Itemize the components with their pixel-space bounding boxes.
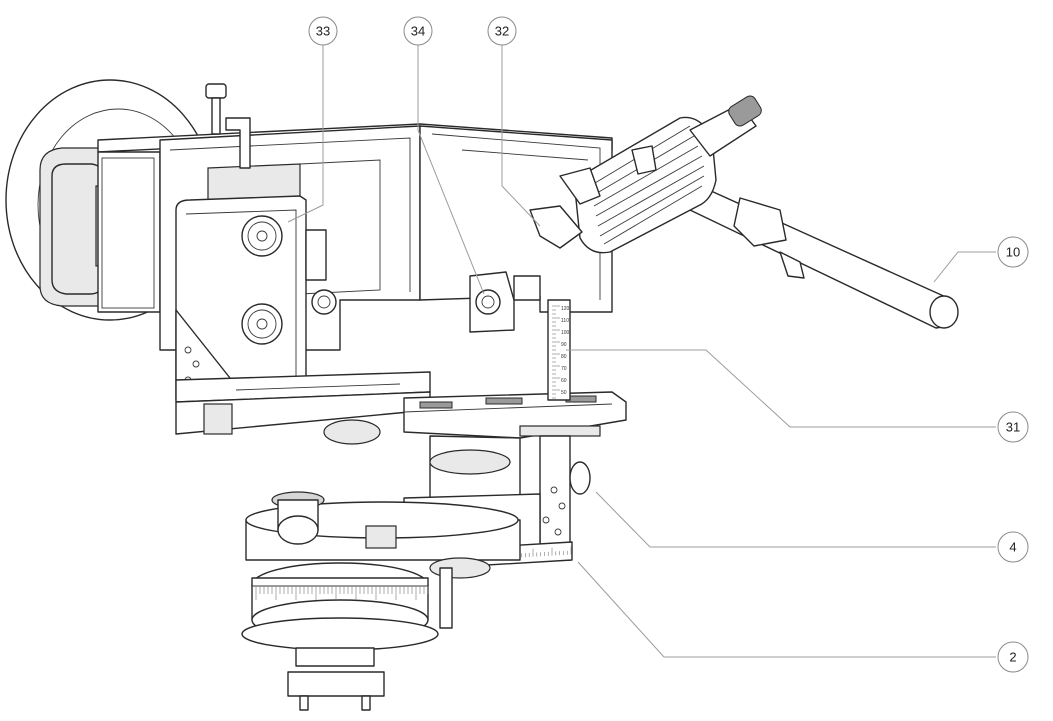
scale-label: 120 — [561, 306, 570, 312]
rosette-lower — [241, 303, 283, 345]
leader-2 — [577, 561, 996, 658]
side-handle — [529, 95, 959, 329]
leader-34 — [417, 45, 485, 295]
callout-33: 33 — [308, 16, 338, 46]
scale-label: 100 — [561, 330, 570, 336]
scale-label: 50 — [561, 390, 567, 396]
leader-31 — [566, 349, 996, 428]
leader-lines — [287, 45, 996, 658]
svg-text:10: 10 — [1006, 245, 1020, 260]
scale-label: 80 — [561, 354, 567, 360]
scale-label: 110 — [561, 318, 569, 324]
svg-text:34: 34 — [411, 24, 425, 39]
clamp-platform — [403, 391, 627, 439]
leader-10 — [933, 251, 996, 283]
callout-10: 10 — [997, 236, 1029, 268]
callout-2: 2 — [997, 641, 1029, 673]
svg-text:4: 4 — [1009, 540, 1016, 555]
leader-4 — [595, 491, 996, 548]
svg-text:31: 31 — [1006, 420, 1020, 435]
vertical-scale-ticks: 120 110 100 90 80 70 60 50 — [552, 305, 570, 399]
callouts: 33 34 32 10 31 4 2 — [308, 16, 1029, 673]
scale-label: 60 — [561, 378, 567, 384]
leader-32 — [501, 45, 541, 227]
leader-33 — [287, 45, 324, 223]
scale-label: 70 — [561, 366, 567, 372]
rosette-upper — [241, 215, 283, 257]
svg-text:33: 33 — [316, 24, 330, 39]
rotation-scale-ticks — [255, 586, 429, 600]
callout-32: 32 — [487, 16, 517, 46]
bracket-34 — [469, 271, 541, 333]
svg-text:2: 2 — [1009, 650, 1016, 665]
callout-4: 4 — [997, 531, 1029, 563]
lower-rail — [175, 371, 431, 445]
scale-label: 90 — [561, 342, 567, 348]
callout-31: 31 — [997, 411, 1029, 443]
callout-34: 34 — [403, 16, 433, 46]
svg-text:32: 32 — [495, 24, 509, 39]
pan-head — [241, 435, 591, 711]
vertical-scale: 120 110 100 90 80 70 60 50 — [547, 299, 571, 401]
